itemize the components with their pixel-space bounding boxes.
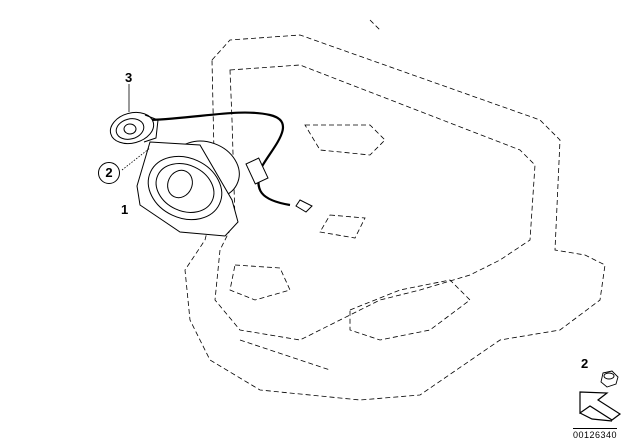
callout-speaker: 1 [121, 202, 129, 217]
tweeter [109, 111, 159, 145]
door-trim-outline [184, 19, 606, 401]
leader-lines [121, 84, 151, 171]
callout-tweeter: 3 [125, 70, 133, 85]
callout-nut-circled: 2 [98, 162, 120, 184]
callout-nut-detail: 2 [581, 356, 589, 371]
speaker [136, 140, 240, 237]
wire-harness [149, 111, 313, 213]
diagram-code: 00126340 [573, 428, 618, 440]
direction-arrow-icon [579, 391, 622, 422]
nut-icon [600, 370, 619, 388]
